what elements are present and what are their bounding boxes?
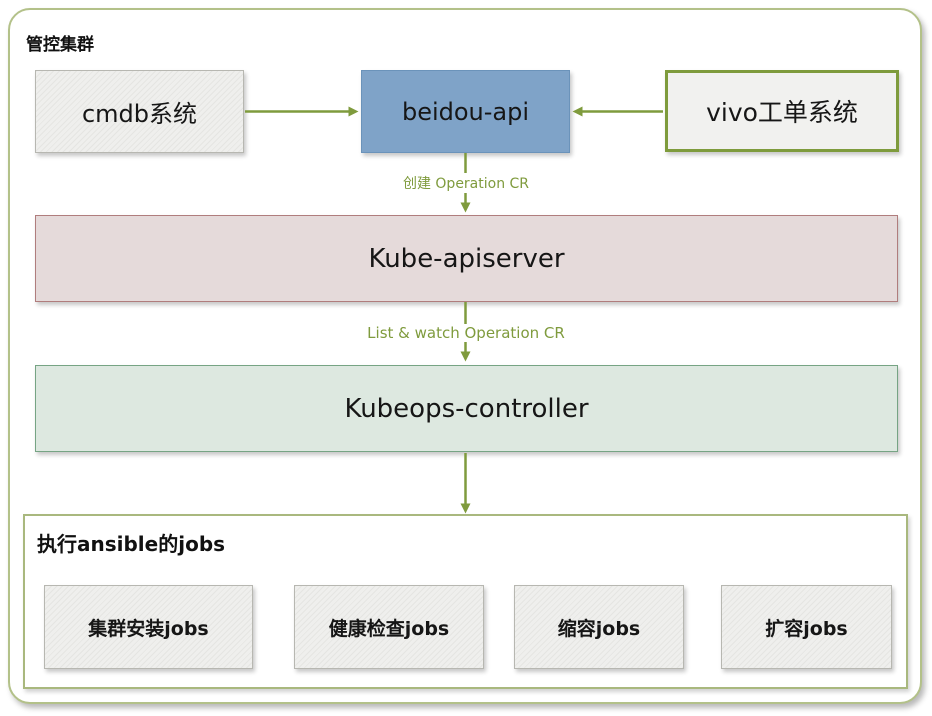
node-cluster-install-jobs: 集群安装jobs	[44, 585, 253, 669]
node-kubeops-controller-label: Kubeops-controller	[344, 393, 589, 424]
management-cluster-title: 管控集群	[26, 35, 94, 55]
node-scale-up-jobs: 扩容jobs	[721, 585, 892, 669]
ansible-jobs-title: 执行ansible的jobs	[37, 532, 226, 556]
ansible-jobs-container: 执行ansible的jobs 集群安装jobs 健康检查jobs 缩容jobs …	[23, 514, 908, 689]
node-cmdb-label: cmdb系统	[81, 100, 198, 128]
node-health-check-jobs: 健康检查jobs	[294, 585, 484, 669]
node-kube-apiserver-label: Kube-apiserver	[368, 243, 565, 274]
job-label: 缩容jobs	[557, 617, 641, 640]
node-scale-down-jobs: 缩容jobs	[514, 585, 684, 669]
node-beidou-label: beidou-api	[401, 97, 530, 126]
job-label: 集群安装jobs	[88, 617, 209, 640]
node-kube-apiserver: Kube-apiserver	[35, 215, 898, 302]
job-label: 健康检查jobs	[328, 617, 450, 640]
node-vivo-ticket-system: vivo工单系统	[665, 70, 899, 152]
edge-label-create-operation-cr: 创建 Operation CR	[397, 173, 535, 193]
job-label: 扩容jobs	[765, 617, 848, 640]
edge-label-list-watch-operation-cr: List & watch Operation CR	[362, 324, 570, 342]
node-beidou-api: beidou-api	[361, 70, 570, 153]
node-vivo-label: vivo工单系统	[706, 98, 858, 127]
node-kubeops-controller: Kubeops-controller	[35, 365, 898, 452]
node-cmdb-system: cmdb系统	[35, 70, 244, 153]
